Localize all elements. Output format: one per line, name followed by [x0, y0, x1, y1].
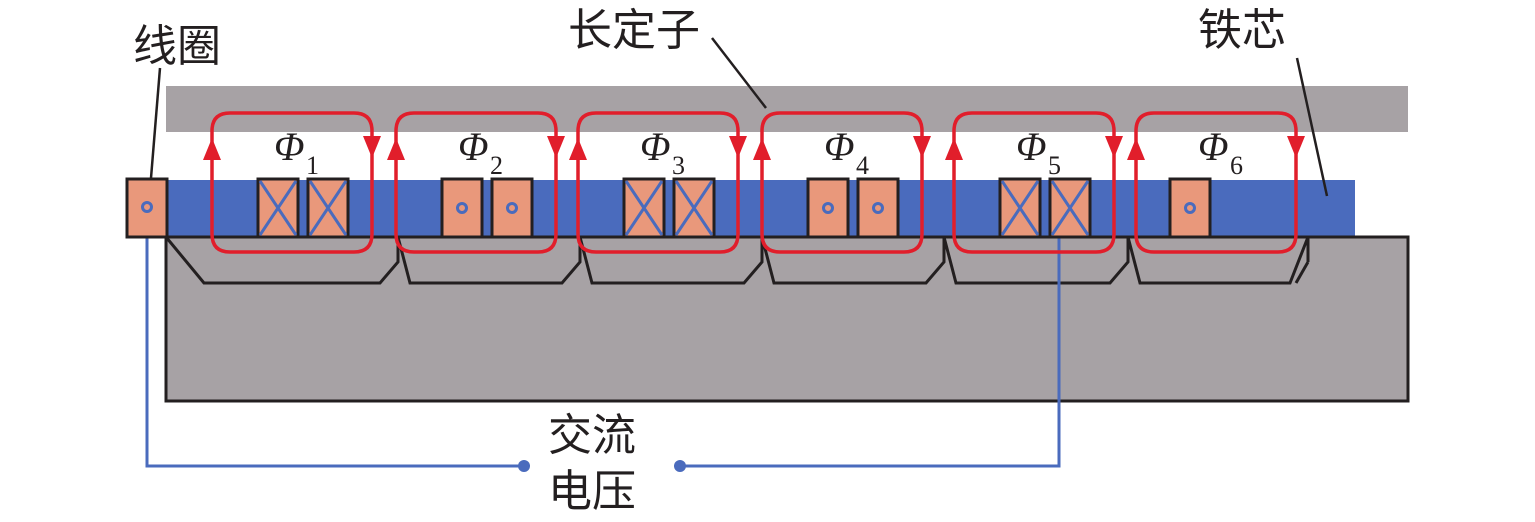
- current-into-icon: [1000, 180, 1040, 236]
- end-coil: [125, 177, 169, 239]
- flux-subscript: 2: [490, 151, 503, 180]
- coil: [490, 177, 534, 239]
- current-out-icon: [506, 202, 518, 214]
- flux-arrow-up-icon: [753, 138, 771, 160]
- pole-segment-outline: [1294, 261, 1310, 284]
- coil-label: 线圈: [133, 21, 221, 72]
- current-into-icon: [674, 180, 714, 236]
- coil: [1048, 177, 1092, 239]
- flux-symbol: Φ: [1198, 124, 1228, 169]
- pole-segment-outline: [942, 236, 1130, 285]
- leader-lines: [149, 37, 1329, 197]
- flux-arrow-up-icon: [203, 138, 221, 160]
- current-into-icon: [308, 180, 348, 236]
- iron-core-end: [1262, 180, 1355, 237]
- current-into-icon: [624, 180, 664, 236]
- flux-arrow-down-icon: [1105, 136, 1123, 158]
- terminal-right[interactable]: [674, 460, 686, 472]
- ac-wires: [145, 207, 1061, 468]
- coil-leader: [149, 67, 162, 179]
- current-out-icon: [822, 202, 834, 214]
- terminal-left[interactable]: [518, 460, 530, 472]
- current-into-icon: [258, 180, 298, 236]
- current-out-icon: [872, 202, 884, 214]
- flux-subscript: 1: [306, 151, 319, 180]
- flux-loop: [760, 111, 924, 254]
- ac-voltage-label-2: 电压: [548, 466, 636, 517]
- pole-segment-outline: [164, 236, 400, 285]
- flux-loop-group: [203, 111, 1305, 254]
- flux-arrow-down-icon: [729, 136, 747, 158]
- coil: [440, 177, 484, 239]
- current-out-icon: [456, 202, 468, 214]
- long-stator-label: 长定子: [568, 5, 700, 56]
- flux-loop: [210, 111, 374, 254]
- coil: [1168, 177, 1212, 239]
- flux-arrow-down-icon: [913, 136, 931, 158]
- flux-subscript: 4: [856, 151, 869, 180]
- flux-subscript: 3: [672, 151, 685, 180]
- flux-arrow-down-icon: [363, 136, 381, 158]
- current-out-icon: [141, 201, 153, 213]
- current-out-icon: [1184, 202, 1196, 214]
- ac-voltage-label-1: 交流: [548, 410, 636, 461]
- flux-loop: [394, 111, 558, 254]
- pole-segment-outline: [1126, 236, 1310, 285]
- flux-symbol: Φ: [458, 124, 488, 169]
- coil: [998, 177, 1042, 239]
- flux-symbol: Φ: [824, 124, 854, 169]
- coil-group: [256, 177, 1212, 239]
- flux-loop: [1134, 111, 1298, 254]
- coil: [622, 177, 666, 239]
- flux-arrow-up-icon: [945, 138, 963, 160]
- flux-symbol: Φ: [274, 124, 304, 169]
- flux-arrow-up-icon: [387, 138, 405, 160]
- coil: [306, 177, 350, 239]
- stator-leader: [711, 37, 767, 109]
- flux-arrow-up-icon: [569, 138, 587, 160]
- coil: [672, 177, 716, 239]
- iron-core-label: 铁芯: [1198, 5, 1286, 56]
- coil: [256, 177, 300, 239]
- core-leader: [1295, 57, 1329, 197]
- flux-subscript: 5: [1048, 151, 1061, 180]
- wire-left: [145, 207, 524, 468]
- flux-subscript: 6: [1230, 151, 1243, 180]
- lower-body: [164, 235, 1410, 403]
- flux-arrow-down-icon: [547, 136, 565, 158]
- pole-segment-outline: [578, 236, 764, 285]
- flux-arrow-down-icon: [1287, 136, 1305, 158]
- coil: [806, 177, 850, 239]
- flux-arrow-up-icon: [1127, 138, 1145, 160]
- coil: [856, 177, 900, 239]
- pole-segment-outline: [396, 236, 582, 285]
- flux-loop: [576, 111, 740, 254]
- current-into-icon: [1050, 180, 1090, 236]
- pole-segments: [164, 236, 1310, 285]
- flux-symbol: Φ: [640, 124, 670, 169]
- wire-right: [680, 207, 1061, 468]
- pole-segment-outline: [760, 236, 946, 285]
- flux-loop: [952, 111, 1116, 254]
- flux-symbol: Φ: [1016, 124, 1046, 169]
